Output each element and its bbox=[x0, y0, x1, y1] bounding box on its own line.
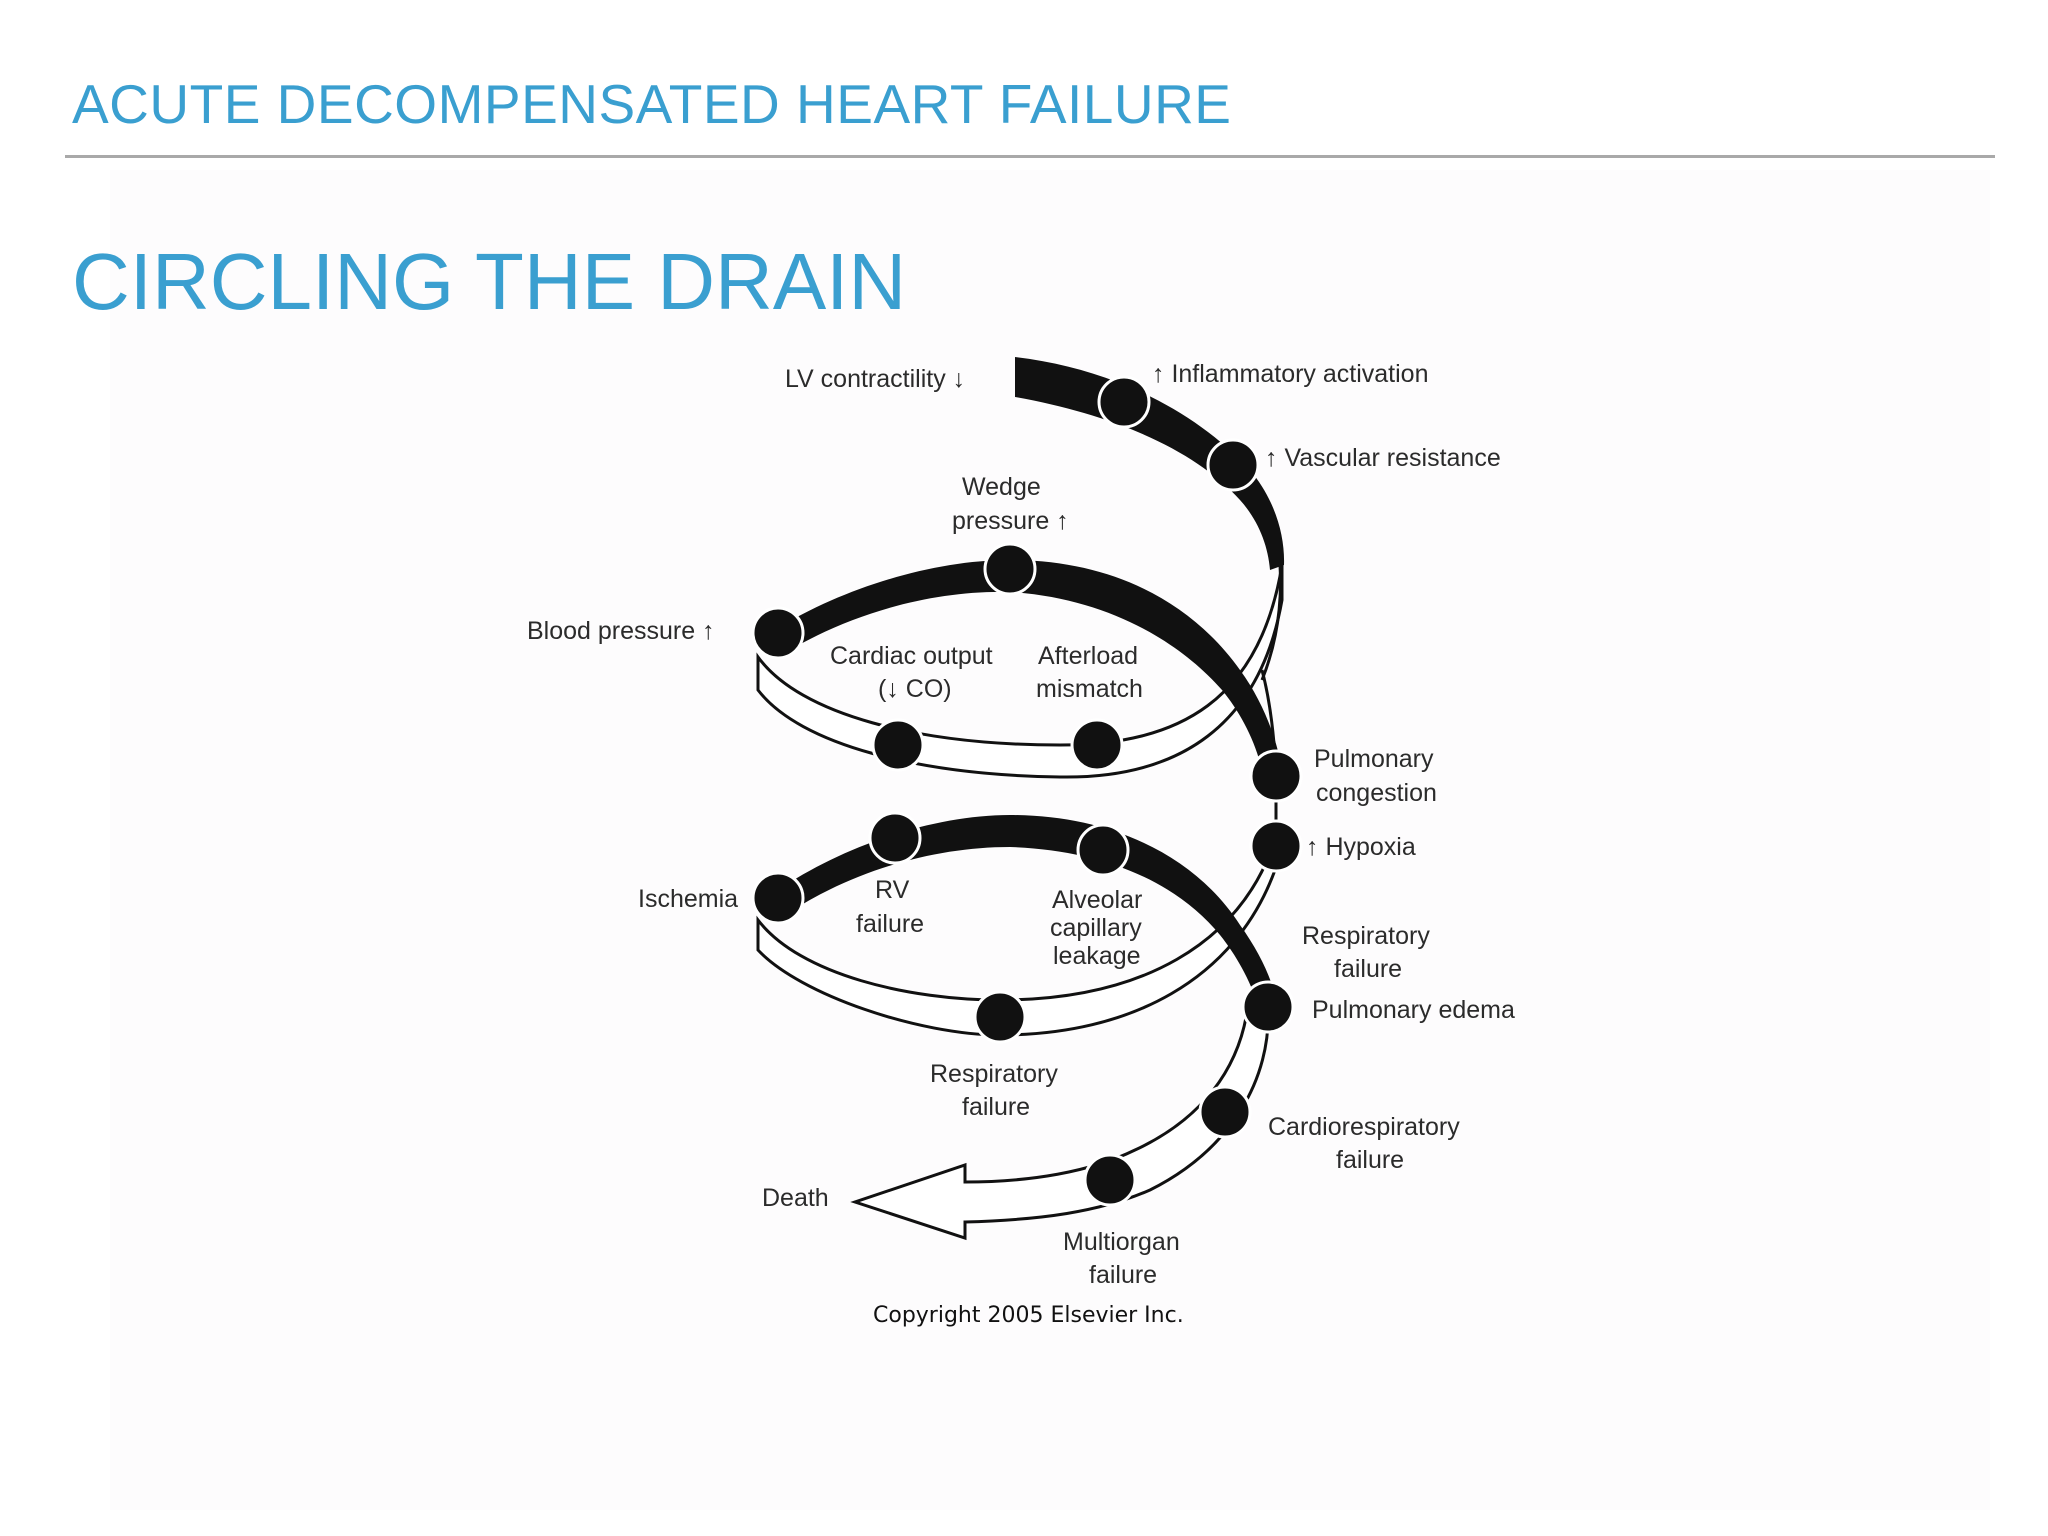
node-inflammatory bbox=[1097, 375, 1151, 429]
node-alveolar bbox=[1076, 823, 1130, 877]
label-hypoxia: ↑ Hypoxia bbox=[1306, 833, 1416, 861]
label-pulmonary-edema: Pulmonary edema bbox=[1312, 996, 1515, 1024]
header-title: ACUTE DECOMPENSATED HEART FAILURE bbox=[72, 73, 1232, 135]
node-pulmonary-congestion bbox=[1249, 749, 1303, 803]
node-circles bbox=[751, 375, 1303, 1207]
label-respiratory-bottom-1: Respiratory bbox=[930, 1060, 1058, 1088]
label-death: Death bbox=[762, 1184, 829, 1212]
label-afterload-2: mismatch bbox=[1036, 675, 1143, 703]
node-ischemia bbox=[751, 871, 805, 925]
label-rv-failure-1: RV bbox=[875, 876, 910, 904]
label-pulmonary-congestion-2: congestion bbox=[1316, 779, 1437, 807]
label-multiorgan-1: Multiorgan bbox=[1063, 1228, 1180, 1256]
label-wedge-1: Wedge bbox=[962, 473, 1041, 501]
label-cardiorespiratory-1: Cardiorespiratory bbox=[1268, 1113, 1460, 1141]
node-pulmonary-edema bbox=[1241, 980, 1295, 1034]
label-alveolar-3: leakage bbox=[1053, 942, 1141, 970]
label-respiratory-right-1: Respiratory bbox=[1302, 922, 1430, 950]
label-respiratory-bottom-2: failure bbox=[962, 1093, 1030, 1121]
label-cardiorespiratory-2: failure bbox=[1336, 1146, 1404, 1174]
label-vascular-resistance: ↑ Vascular resistance bbox=[1265, 444, 1501, 472]
node-vascular bbox=[1206, 438, 1260, 492]
header-divider bbox=[65, 155, 1995, 158]
label-wedge-2: pressure ↑ bbox=[952, 507, 1069, 535]
label-inflammatory-activation: ↑ Inflammatory activation bbox=[1152, 360, 1429, 388]
label-lv-contractility: LV contractility ↓ bbox=[785, 365, 965, 393]
label-blood-pressure: Blood pressure ↑ bbox=[527, 617, 715, 645]
top-loop-front-band bbox=[778, 560, 1280, 770]
top-arc-edge bbox=[1260, 564, 1282, 681]
label-alveolar-2: capillary bbox=[1050, 914, 1142, 942]
middle-loop-front-band bbox=[778, 815, 1275, 1005]
top-loop-back-band bbox=[756, 564, 1284, 779]
top-arc-band bbox=[1015, 357, 1285, 570]
node-cardiorespiratory bbox=[1198, 1085, 1252, 1139]
node-wedge bbox=[983, 542, 1037, 596]
node-rv-failure bbox=[868, 811, 922, 865]
label-respiratory-right-2: failure bbox=[1334, 955, 1402, 983]
node-blood-pressure bbox=[751, 606, 805, 660]
label-pulmonary-congestion-1: Pulmonary bbox=[1314, 745, 1434, 773]
label-cardiac-output-1: Cardiac output bbox=[830, 642, 993, 670]
label-afterload-1: Afterload bbox=[1038, 642, 1138, 670]
slide-title: CIRCLING THE DRAIN bbox=[72, 237, 907, 326]
node-cardiac-output bbox=[871, 718, 925, 772]
label-ischemia: Ischemia bbox=[638, 885, 738, 913]
copyright-notice: Copyright 2005 Elsevier Inc. bbox=[873, 1303, 1184, 1328]
label-multiorgan-2: failure bbox=[1089, 1261, 1157, 1289]
node-respiratory-bottom bbox=[973, 990, 1027, 1044]
node-multiorgan bbox=[1083, 1153, 1137, 1207]
label-alveolar-1: Alveolar bbox=[1052, 886, 1142, 914]
label-rv-failure-2: failure bbox=[856, 910, 924, 938]
node-hypoxia bbox=[1249, 819, 1303, 873]
node-afterload bbox=[1070, 718, 1124, 772]
label-cardiac-output-2: (↓ CO) bbox=[878, 675, 952, 703]
tail-band-outer bbox=[850, 1003, 1270, 1241]
